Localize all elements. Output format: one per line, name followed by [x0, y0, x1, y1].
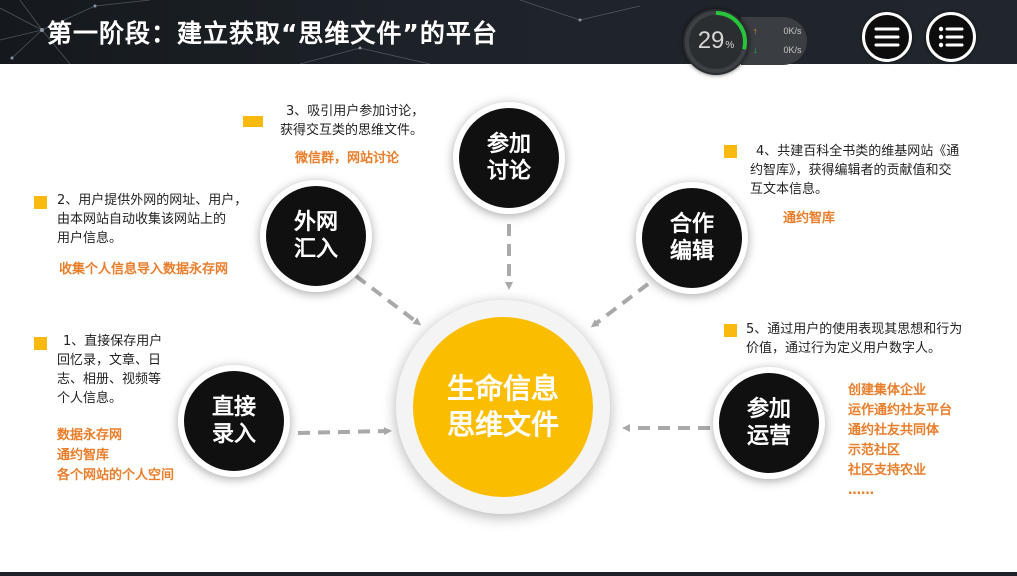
tag-item: 运作通约社友平台 [848, 403, 953, 418]
upload-speed-row: ↑ 0K/s [753, 26, 802, 36]
center-node-label: 生命信息思维文件 [438, 371, 568, 443]
speed-dial: 29% [683, 9, 749, 75]
node-label-line2: 运营 [746, 424, 791, 449]
tag-item: 数据永存网 [57, 428, 123, 443]
download-speed-row: ↓ 0K/s [753, 45, 802, 55]
desc-line: 3、吸引用户参加讨论， [286, 104, 425, 119]
bullet-marker [724, 324, 737, 337]
bullet-marker [34, 196, 47, 209]
node-label-line2: 录入 [211, 422, 256, 447]
node-direct-entry: 直接录入 [178, 365, 290, 477]
center-node-life-info: 生命信息思维文件 [396, 300, 610, 514]
desc-line: 5、通过用户的使用表现其思想和行为 [746, 322, 963, 337]
node-label: 直接录入 [199, 394, 269, 448]
tags-external-import: 收集个人信息导入数据永存网 [59, 260, 228, 280]
tags-collab-edit: 通约智库 [783, 209, 835, 229]
tag-item: 收集个人信息导入数据永存网 [59, 262, 229, 277]
node-label: 参加讨论 [474, 131, 544, 185]
percent-value: 29 [697, 27, 725, 54]
desc-line: 互文本信息。 [750, 182, 829, 197]
desc-line: 约智库》，获得编辑者的贡献值和交 [750, 163, 952, 178]
desc-line: 个人信息。 [57, 391, 123, 406]
arrow-external-import [354, 274, 422, 326]
node-external-import: 外网汇入 [260, 180, 372, 292]
center-label-line2: 思维文件 [446, 408, 559, 441]
desc-external-import: 2、用户提供外网的网址、用户， 由本网站自动收集该网站上的 用户信息。 [57, 191, 272, 248]
node-label: 外网汇入 [281, 209, 351, 263]
arrow-direct-entry [297, 427, 392, 436]
node-label: 参加运营 [734, 396, 804, 450]
desc-line: 回忆录，文章、日 [57, 353, 162, 368]
tags-join-operation: 创建集体企业 运作通约社友平台 通约社友共同体 示范社区 社区支持农业 …… [848, 381, 952, 501]
download-arrow-icon: ↓ [753, 45, 758, 55]
node-label: 合作编辑 [657, 211, 727, 265]
page-title: 第一阶段：建立获取“思维文件”的平台 [47, 19, 498, 48]
node-label-line2: 讨论 [486, 159, 531, 184]
speed-percent: 29% [683, 27, 749, 55]
tags-direct-entry: 数据永存网 通约智库 各个网站的个人空间 [57, 426, 174, 486]
upload-arrow-icon: ↑ [753, 26, 758, 36]
desc-line: 用户信息。 [57, 231, 123, 246]
tag-item: 示范社区 [848, 443, 901, 458]
tag-item: …… [848, 483, 874, 498]
center-node-core: 生命信息思维文件 [413, 317, 593, 497]
node-join-discussion: 参加讨论 [453, 102, 565, 214]
list-menu-button[interactable] [926, 12, 976, 62]
desc-line: 获得交互类的思维文件。 [280, 123, 424, 138]
node-label-line1: 外网 [293, 210, 338, 235]
download-speed: 0K/s [783, 45, 802, 55]
speed-panel: ↑ 0K/s ↓ 0K/s [741, 17, 807, 65]
node-label-line1: 合作 [669, 212, 714, 237]
node-label-line2: 汇入 [293, 237, 338, 262]
header-bar: 第一阶段：建立获取“思维文件”的平台 [0, 0, 1017, 64]
list-menu-icon [938, 26, 964, 48]
node-label-line1: 直接 [211, 395, 256, 420]
node-label-line1: 参加 [486, 132, 531, 157]
desc-line: 2、用户提供外网的网址、用户， [57, 193, 248, 208]
percent-unit: % [725, 40, 735, 51]
header-network-decoration [0, 0, 641, 64]
tag-item: 社区支持农业 [848, 463, 927, 478]
desc-line: 由本网站自动收集该网站上的 [57, 212, 227, 227]
center-label-line1: 生命信息 [446, 372, 559, 405]
desc-line: 4、共建百科全书类的维基网站《通 [756, 144, 960, 159]
desc-direct-entry: 1、直接保存用户 回忆录，文章、日 志、相册、视频等 个人信息。 [57, 332, 192, 408]
hamburger-menu-button[interactable] [862, 12, 912, 62]
hamburger-menu-icon [874, 27, 900, 47]
bullet-marker [724, 145, 737, 158]
desc-line: 1、直接保存用户 [63, 334, 163, 349]
tags-join-discussion: 微信群，网站讨论 [295, 149, 399, 169]
node-label-line2: 编辑 [669, 239, 714, 264]
bullet-marker [243, 116, 263, 127]
tag-item: 通约智库 [57, 448, 110, 463]
node-label-line1: 参加 [746, 397, 791, 422]
tag-item: 通约智库 [783, 211, 836, 226]
tag-item: 创建集体企业 [848, 383, 927, 398]
node-collab-edit: 合作编辑 [636, 182, 748, 294]
tag-item: 各个网站的个人空间 [57, 468, 175, 483]
tag-item: 微信群，网站讨论 [295, 151, 400, 166]
node-join-operation: 参加运营 [713, 367, 825, 479]
desc-line: 志、相册、视频等 [57, 372, 162, 387]
arrow-collab-edit [590, 282, 650, 328]
bottom-bar [0, 572, 1017, 576]
desc-collab-edit: 4、共建百科全书类的维基网站《通 约智库》，获得编辑者的贡献值和交 互文本信息。 [750, 142, 1000, 199]
tag-item: 通约社友共同体 [848, 423, 940, 438]
bullet-marker [34, 337, 47, 350]
upload-speed: 0K/s [783, 26, 802, 36]
network-speed-widget[interactable]: ↑ 0K/s ↓ 0K/s 29% [683, 9, 811, 75]
progress-ring [685, 11, 747, 73]
desc-join-operation: 5、通过用户的使用表现其思想和行为 价值，通过行为定义用户数字人。 [746, 320, 1008, 358]
desc-line: 价值，通过行为定义用户数字人。 [746, 341, 942, 356]
desc-join-discussion: 3、吸引用户参加讨论， 获得交互类的思维文件。 [280, 102, 455, 140]
